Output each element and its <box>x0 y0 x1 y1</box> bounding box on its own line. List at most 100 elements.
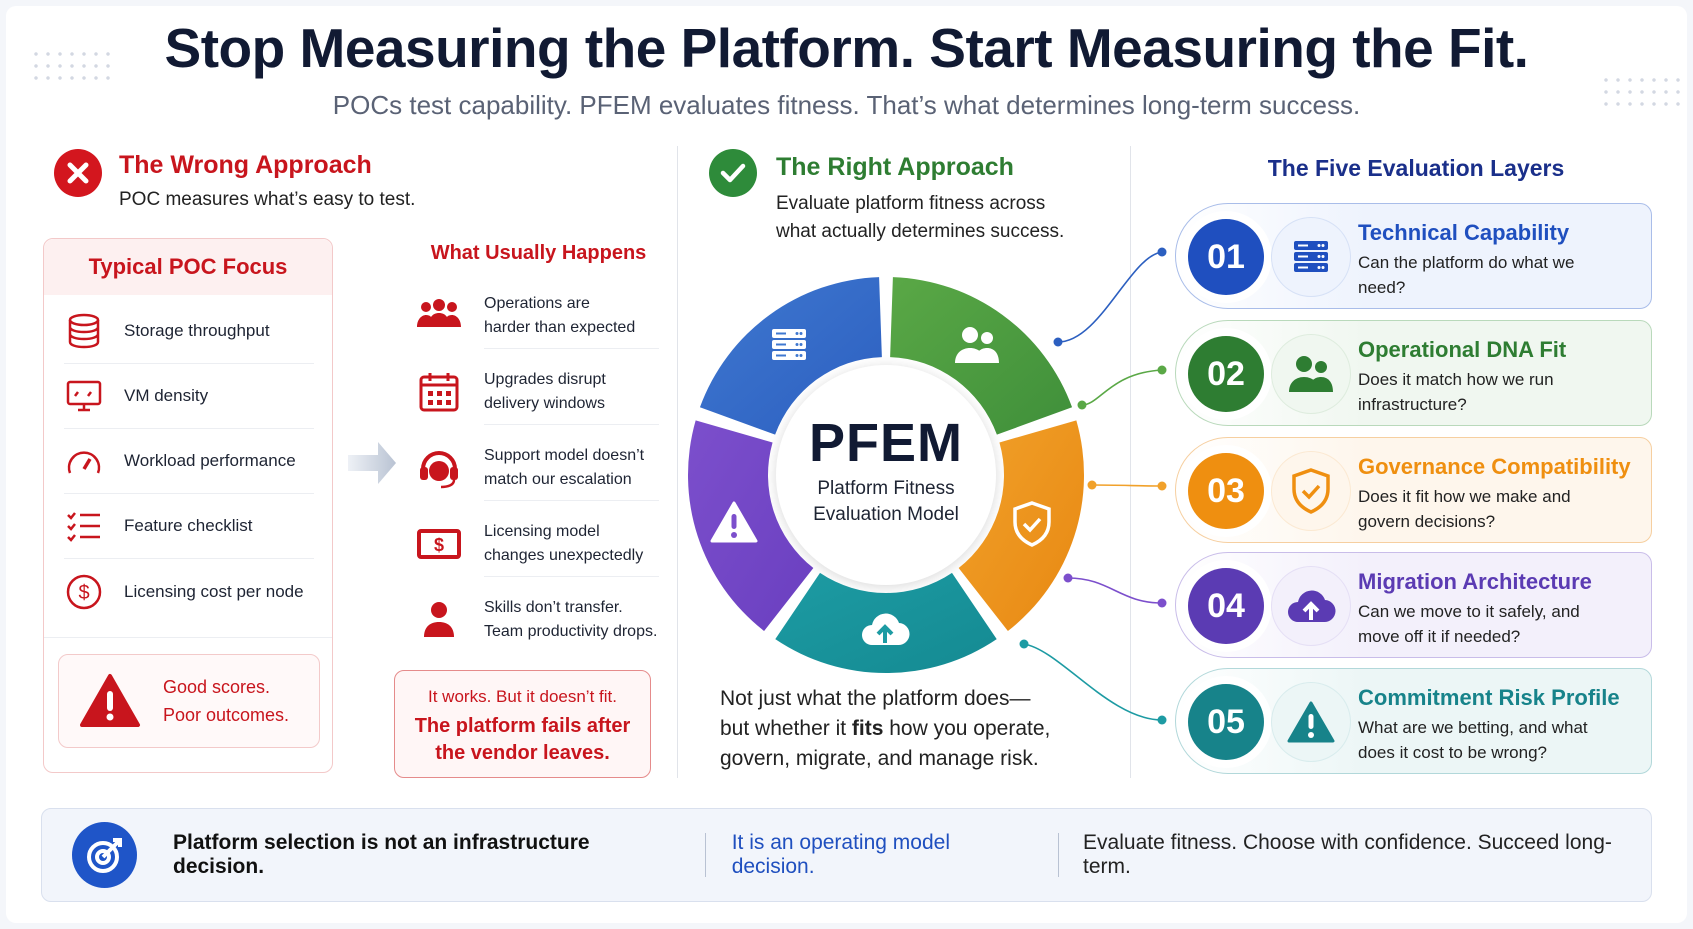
connector-dot <box>1019 639 1029 649</box>
connector-dot <box>1157 365 1167 375</box>
subtitle-line-2: what actually determines success. <box>776 221 1065 242</box>
money-icon: $ <box>417 529 461 559</box>
layer-number: 03 <box>1188 453 1264 529</box>
page-subtitle: POCs test capability. PFEM evaluates fit… <box>332 90 1361 120</box>
happens-item: $ Licensing model changes unexpectedly <box>416 506 661 582</box>
poc-focus-item: VM density <box>64 364 314 429</box>
poc-focus-label: VM density <box>124 386 209 405</box>
right-approach-subtitle: Evaluate platform fitness across what act… <box>776 190 1064 246</box>
pfem-line-1: Platform Fitness <box>817 478 955 499</box>
layer-description: Does it fit how we make and govern decis… <box>1358 487 1571 531</box>
person-icon <box>424 602 454 637</box>
pfem-segment <box>958 420 1084 632</box>
cloud-upload-icon <box>862 613 910 646</box>
layer-card[interactable]: 01 Technical Capability Can the platform… <box>1175 203 1652 309</box>
arrow-right-icon <box>348 442 396 484</box>
pfem-center-circle <box>776 365 996 585</box>
connector-line <box>1023 643 1163 721</box>
poc-focus-label: Licensing cost per node <box>124 581 304 601</box>
caption-text: how you operate, <box>883 717 1051 740</box>
happens-item: Support model doesn’t match our escalatio… <box>416 430 661 506</box>
divider <box>44 637 332 638</box>
warning-icon <box>80 674 140 727</box>
caption-emphasis: fits <box>851 717 884 740</box>
result-line-1: It works. But it doesn’t fit. <box>428 687 617 706</box>
server-icon <box>1271 217 1351 297</box>
happens-line-2: match our escalation <box>484 470 632 488</box>
layer-card[interactable]: 04 Migration Architecture Can we move to… <box>1175 552 1652 658</box>
wrong-approach-title: The Wrong Approach <box>119 151 372 179</box>
happens-line-2: harder than expected <box>484 318 636 336</box>
result-line-3: the vendor leaves. <box>435 742 610 764</box>
subtitle-line-1: Evaluate platform fitness across <box>776 193 1046 214</box>
result-callout: It works. But it doesn’t fit. The platfo… <box>394 670 651 778</box>
layer-description: What are we betting, and what does it co… <box>1358 718 1588 762</box>
connector-line <box>1081 369 1163 406</box>
connector-dot <box>1053 337 1063 347</box>
happens-line-1: Upgrades disrupt <box>484 370 606 388</box>
layer-number: 05 <box>1188 684 1264 760</box>
caption-text: but whether it <box>720 717 852 740</box>
poc-focus-item: Storage throughput <box>64 299 314 364</box>
right-approach-title: The Right Approach <box>776 153 1014 181</box>
warning-line-1: Good scores. <box>163 677 271 697</box>
five-layers-title: The Five Evaluation Layers <box>1267 155 1565 181</box>
happens-line-2: changes unexpectedly <box>484 546 644 564</box>
happens-line-2: delivery windows <box>484 394 605 412</box>
banner-statement: Platform selection is not an infrastruct… <box>173 831 590 878</box>
connector-dot <box>1063 573 1073 583</box>
people-icon <box>1271 334 1351 414</box>
connector-dot <box>1157 598 1167 608</box>
happens-item: Upgrades disrupt delivery windows <box>416 354 661 430</box>
bottom-banner: Platform selection is not an infrastruct… <box>41 808 1652 902</box>
layer-card[interactable]: 05 Commitment Risk Profile What are we b… <box>1175 668 1652 774</box>
pfem-line-2: Evaluation Model <box>813 504 959 525</box>
layer-number: 02 <box>1188 336 1264 412</box>
people-icon <box>954 327 999 364</box>
shield-check-icon <box>1013 500 1052 547</box>
poc-focus-label: Storage throughput <box>124 321 270 340</box>
layer-description: Does it match how we run infrastructure? <box>1358 370 1554 414</box>
wrong-approach-subtitle: POC measures what’s easy to test. <box>119 189 416 210</box>
pfem-title: PFEM <box>808 413 963 473</box>
layer-card[interactable]: 03 Governance Compatibility Does it fit … <box>1175 437 1652 543</box>
cloud-upload-icon <box>1271 566 1351 646</box>
happens-line-1: Licensing model <box>484 522 600 540</box>
connector-line <box>1067 577 1163 604</box>
pfem-caption: Not just what the platform does— but whe… <box>720 684 1050 774</box>
happens-item: Skills don’t transfer.Team productivity … <box>416 582 661 658</box>
team-icon <box>417 299 461 327</box>
caption-line-2: but whether it fits how you operate, <box>720 714 1050 744</box>
layer-card[interactable]: 02 Operational DNA Fit Does it match how… <box>1175 320 1652 426</box>
poc-focus-item: Feature checklist <box>64 494 314 559</box>
banner-divider <box>1058 833 1060 877</box>
layer-title: Operational DNA Fit <box>1358 337 1567 362</box>
layer-description: Can we move to it safely, and move off i… <box>1358 602 1580 646</box>
connector-dot <box>1157 715 1167 725</box>
pfem-segment <box>688 420 814 632</box>
dollar-icon: $ <box>66 574 102 609</box>
connector-dot <box>1077 400 1087 410</box>
warning-icon <box>710 501 758 543</box>
poc-focus-item: Workload performance <box>64 429 314 494</box>
poc-focus-label: Feature checklist <box>124 516 253 535</box>
database-icon <box>68 313 100 349</box>
happens-line-1: Support model doesn’t <box>484 446 645 464</box>
monitor-icon <box>66 380 102 412</box>
warning-icon <box>1271 682 1351 762</box>
server-icon <box>772 329 807 361</box>
check-circle-icon <box>709 149 757 197</box>
connector-dot <box>1157 247 1167 257</box>
decorative-dots <box>30 48 110 88</box>
connector-dot <box>1087 480 1097 490</box>
decorative-dots <box>1600 74 1680 114</box>
happens-line-2: Team productivity drops. <box>484 623 658 640</box>
layer-title: Commitment Risk Profile <box>1358 685 1620 710</box>
layer-title: Governance Compatibility <box>1358 454 1631 479</box>
poc-focus-item: $ Licensing cost per node <box>64 559 314 624</box>
connector-line <box>1091 484 1163 487</box>
result-line-2: The platform fails after <box>414 715 631 737</box>
warning-line-2: Poor outcomes. <box>163 705 290 725</box>
